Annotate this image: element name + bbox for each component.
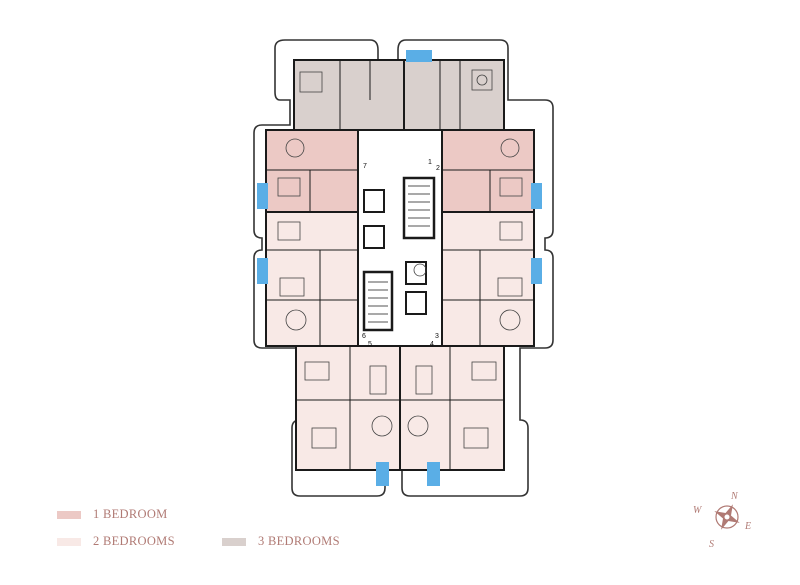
compass-south: S [709, 539, 714, 550]
legend-label-1-bedroom: 1 BEDROOM [93, 507, 168, 521]
compass-west: W [693, 505, 703, 516]
pool-east-upper [531, 183, 542, 209]
unit-number-2: 2 [436, 165, 440, 172]
legend-swatch-1-bedroom [57, 510, 81, 519]
pool-east-lower [531, 258, 542, 284]
unit-2-bedroom-east-middle [441, 211, 535, 347]
elevator-1 [363, 189, 385, 213]
unit-2-bedroom-south-east [399, 345, 505, 471]
pools [257, 50, 542, 486]
elevator-2 [363, 225, 385, 249]
legend-label-2-bedrooms: 2 BEDROOMS [93, 534, 175, 548]
unit-number-3: 3 [435, 333, 439, 340]
legend-swatch-2-bedrooms [57, 537, 81, 546]
unit-2-bedroom-south-west [295, 345, 401, 471]
pool-south-west [376, 462, 389, 486]
unit-1-bedroom-east-upper [441, 129, 535, 213]
pool-west-lower [257, 258, 268, 284]
unit-number-5: 5 [368, 341, 372, 348]
pool-north [406, 50, 432, 62]
unit-number-4: 4 [430, 341, 434, 348]
unit-number-7: 7 [363, 163, 367, 170]
unit-numbers: 1 2 3 4 5 6 7 [362, 159, 440, 348]
units [265, 59, 535, 471]
legend-label-3-bedrooms: 3 BEDROOMS [258, 534, 340, 548]
central-core [357, 129, 443, 347]
stairwell-north [402, 176, 436, 240]
legend-swatch-3-bedrooms [222, 537, 246, 546]
legend-1-bedroom: 1 BEDROOM [57, 507, 168, 522]
legend-3-bedrooms: 3 BEDROOMS [222, 534, 340, 549]
unit-number-1: 1 [428, 159, 432, 166]
furniture [277, 69, 523, 449]
compass-east: E [744, 521, 751, 532]
elevator-3 [405, 261, 427, 285]
unit-number-6: 6 [362, 333, 366, 340]
pool-south-east [427, 462, 440, 486]
elevator-4 [405, 291, 427, 315]
compass-north: N [730, 491, 739, 502]
compass-rose: N E S W [693, 491, 751, 550]
pool-west-upper [257, 183, 268, 209]
unit-3-bedroom-north-west [293, 59, 405, 131]
stairwell-south [362, 270, 394, 332]
unit-3-bedroom-north-east [403, 59, 505, 131]
unit-1-bedroom-west-upper [265, 129, 359, 213]
legend-2-bedrooms: 2 BEDROOMS [57, 534, 175, 549]
